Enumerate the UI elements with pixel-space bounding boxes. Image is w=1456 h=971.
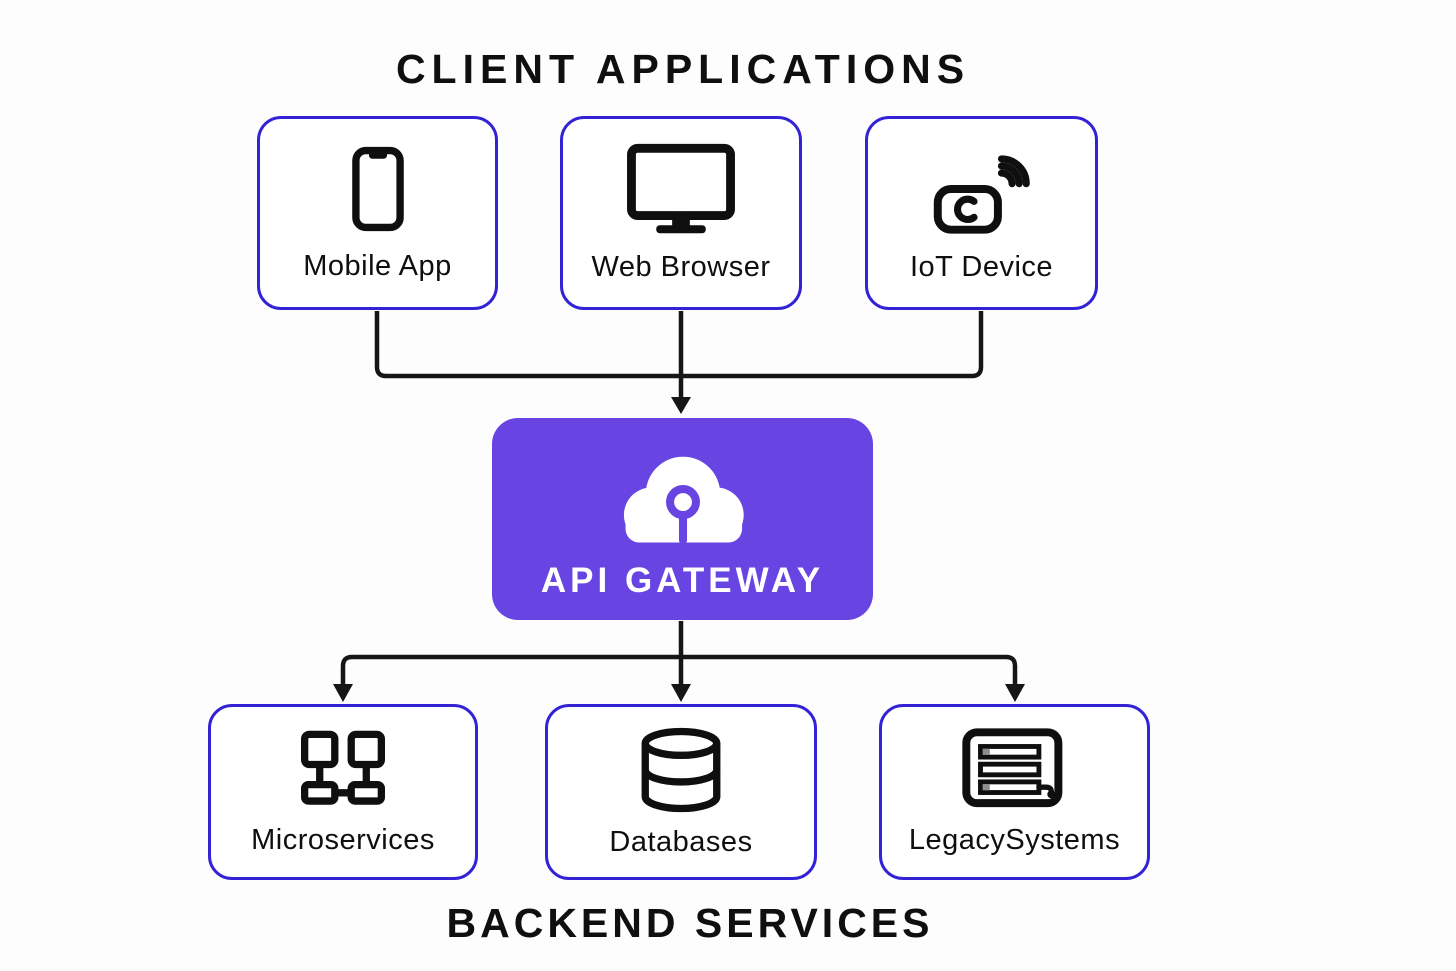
iot-device-icon	[933, 154, 1030, 234]
arrowhead-into-databases	[671, 684, 691, 702]
smartphone-icon	[351, 146, 404, 231]
cloud-key-icon	[623, 456, 744, 545]
iot-device-node: IoT Device	[865, 116, 1098, 310]
microservices-node: Microservices	[208, 704, 478, 880]
databases-node: Databases	[545, 704, 817, 880]
legacy-server-icon	[961, 728, 1062, 808]
web-browser-node: Web Browser	[560, 116, 802, 310]
mobile-app-label: Mobile App	[303, 249, 452, 282]
microservices-label: Microservices	[251, 823, 435, 856]
arrowhead-into-gateway	[671, 397, 691, 414]
backend-services-title: BACKEND SERVICES	[446, 900, 934, 946]
iot-device-label: IoT Device	[909, 250, 1054, 283]
backend-bracket-line	[340, 654, 1018, 686]
arrowhead-into-legacy	[1005, 684, 1025, 702]
legacy-systems-label: LegacySystems	[908, 824, 1121, 856]
api-gateway-label: API GATEWAY	[540, 561, 825, 600]
network-nodes-icon	[301, 730, 385, 805]
client-applications-title: CLIENT APPLICATIONS	[395, 46, 971, 92]
api-gateway-node: API GATEWAY	[492, 418, 873, 620]
legacy-systems-node: LegacySystems	[879, 704, 1150, 880]
monitor-icon	[627, 143, 735, 233]
database-icon	[641, 727, 721, 812]
databases-label: Databases	[609, 825, 753, 858]
arrowhead-into-microservices	[333, 684, 353, 702]
web-browser-label: Web Browser	[591, 250, 771, 283]
mobile-app-node: Mobile App	[257, 116, 498, 310]
